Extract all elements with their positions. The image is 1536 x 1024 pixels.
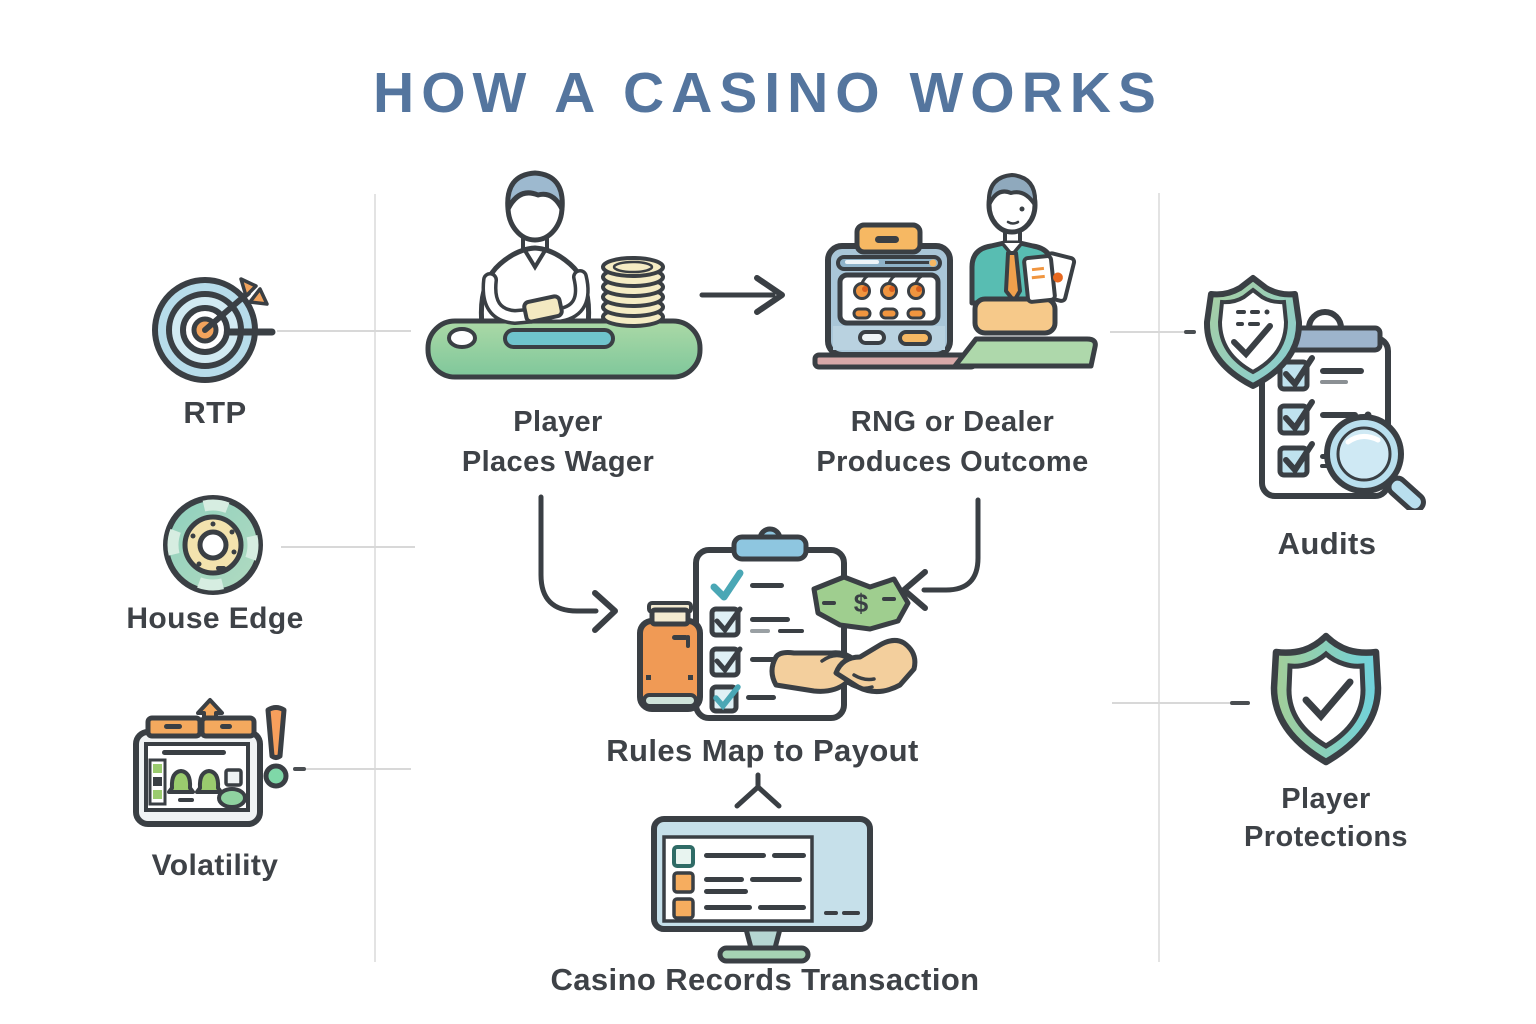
arrow-player-to-rng-head [754,275,785,315]
rules-payout-label: Rules Map to Payout [606,733,919,768]
volatility-label: Volatility [151,849,279,882]
connector-dash [1184,330,1196,334]
arrow-player-to-rules-head [592,590,618,633]
casino-records-label: Casino Records Transaction [550,962,980,997]
divider-right [1158,193,1160,962]
computer-monitor-icon [651,816,873,964]
connector-volatility [305,768,411,770]
arrow-player-to-rules [538,494,599,614]
clipboard-money-handshake-icon: $ [637,526,918,721]
divider-left [374,194,376,962]
page-title: HOW A CASINO WORKS [373,61,1163,125]
node-volatility [128,696,303,838]
shield-checklist-magnifier-icon [1203,275,1426,510]
connector-house-edge [281,546,415,548]
arrow-records-to-rules [734,772,782,809]
node-player-protections [1264,630,1389,770]
target-arrow-icon [152,277,276,383]
node-casino-records [648,815,883,965]
audits-label: Audits [1277,526,1377,561]
player-wager-label: Player Places Wager [461,406,655,478]
house-edge-label: House Edge [126,602,304,635]
connector-rtp [277,330,411,332]
slot-machine-dealer-icon [812,173,1098,370]
shield-check-icon [1270,632,1382,766]
node-rules-payout: $ [618,525,918,730]
slot-machine-alert-icon [133,698,289,827]
node-rtp [148,262,288,402]
node-rng-dealer [805,163,1105,373]
connector-dash [1230,701,1250,705]
connector-audits [1110,331,1184,333]
node-player-wager [420,165,710,395]
arrow-rng-to-rules [921,497,981,593]
connector-protections [1112,702,1230,704]
casino-chip-icon [163,495,263,595]
node-house-edge [158,490,268,600]
svg-text:$: $ [854,588,869,618]
rtp-label: RTP [183,395,247,430]
rng-dealer-label: RNG or Dealer Produces Outcome [816,406,1089,478]
connector-dash [293,767,306,771]
player-at-table-icon [425,170,703,380]
player-protections-label: Player Protections [1244,783,1408,853]
node-audits [1196,270,1436,510]
